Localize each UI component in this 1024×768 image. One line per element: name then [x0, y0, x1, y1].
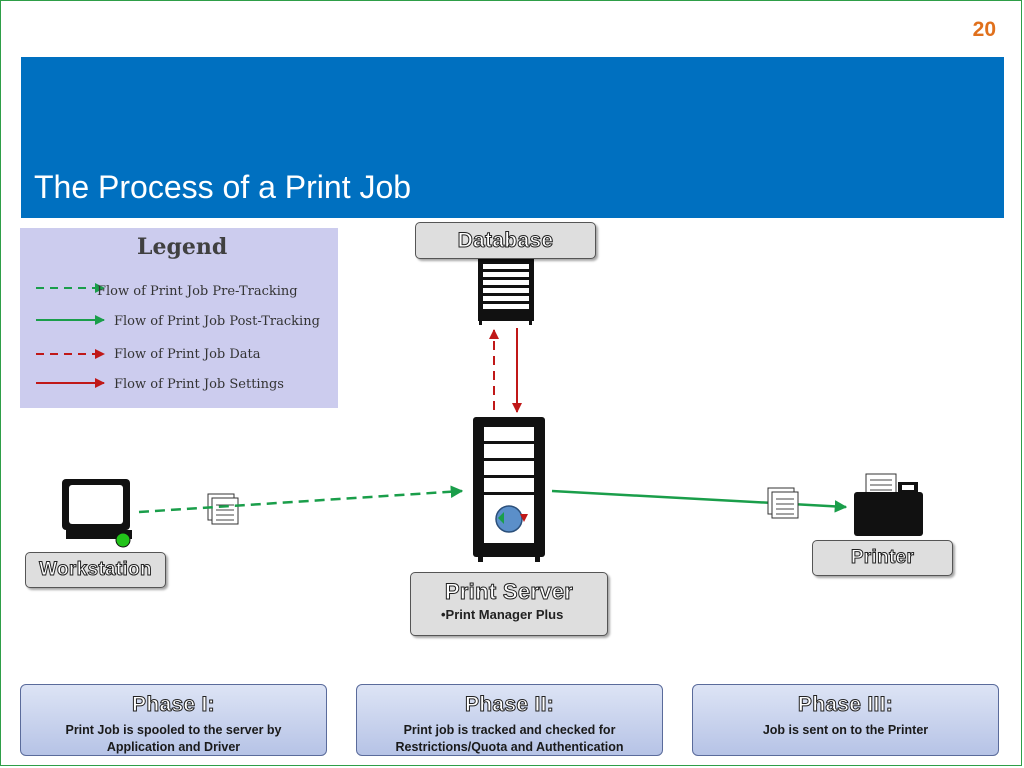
server-icon [473, 417, 545, 562]
printer-icon [854, 473, 923, 536]
phase-2-desc-line1: Print job is tracked and checked for [403, 723, 616, 737]
legend-label-post-tracking: Flow of Print Job Post-Tracking [114, 314, 320, 329]
legend-label-pre-tracking: Flow of Print Job Pre-Tracking [97, 284, 298, 299]
phase-1-description: Print Job is spooled to the server by Ap… [21, 722, 326, 756]
post-tracking-flow-arrow [551, 489, 848, 513]
legend-title: Legend [137, 234, 228, 260]
phase-1-desc-line1: Print Job is spooled to the server by [65, 723, 282, 737]
legend-arrows [36, 283, 105, 388]
phase-1-desc-line2: Application and Driver [106, 740, 241, 754]
database-label: Database [457, 229, 554, 253]
title-banner: The Process of a Print Job [21, 57, 1004, 218]
print-server-label-box: Print Server •Print Manager Plus [410, 572, 608, 636]
legend-label-data: Flow of Print Job Data [114, 347, 261, 362]
monitor-icon [62, 479, 132, 548]
document-stack-icon-2 [767, 487, 799, 519]
phase-2-box: Phase II: Print job is tracked and check… [356, 684, 663, 756]
workstation-label: Workstation [39, 559, 152, 581]
phase-2-description: Print job is tracked and checked for Res… [357, 722, 662, 756]
phase-3-box: Phase III: Job is sent on to the Printer [692, 684, 999, 756]
phase-1-title: Phase I: [132, 693, 216, 717]
phase-2-title: Phase II: [464, 693, 555, 717]
database-icon [478, 259, 534, 325]
printer-label-box: Printer [812, 540, 953, 576]
database-label-box: Database [415, 222, 596, 259]
phase-1-box: Phase I: Print Job is spooled to the ser… [20, 684, 327, 756]
phase-3-description: Job is sent on to the Printer [693, 722, 998, 739]
pre-tracking-flow-arrow [138, 485, 464, 514]
phase-3-title: Phase III: [797, 693, 894, 717]
workstation-label-box: Workstation [25, 552, 166, 588]
printer-label: Printer [850, 547, 915, 569]
phase-3-desc-line1: Job is sent on to the Printer [762, 723, 929, 737]
phase-2-desc-line2: Restrictions/Quota and Authentication [395, 740, 624, 754]
page-number: 20 [972, 18, 996, 41]
legend-label-settings: Flow of Print Job Settings [114, 377, 284, 392]
print-server-label: Print Server [444, 579, 574, 605]
legend-panel: Legend Flow of Print Job Pre-Tracking Fl… [20, 228, 338, 408]
document-stack-icon [207, 493, 239, 525]
slide-title: The Process of a Print Job [34, 169, 412, 205]
print-manager-plus-label: •Print Manager Plus [441, 607, 564, 622]
